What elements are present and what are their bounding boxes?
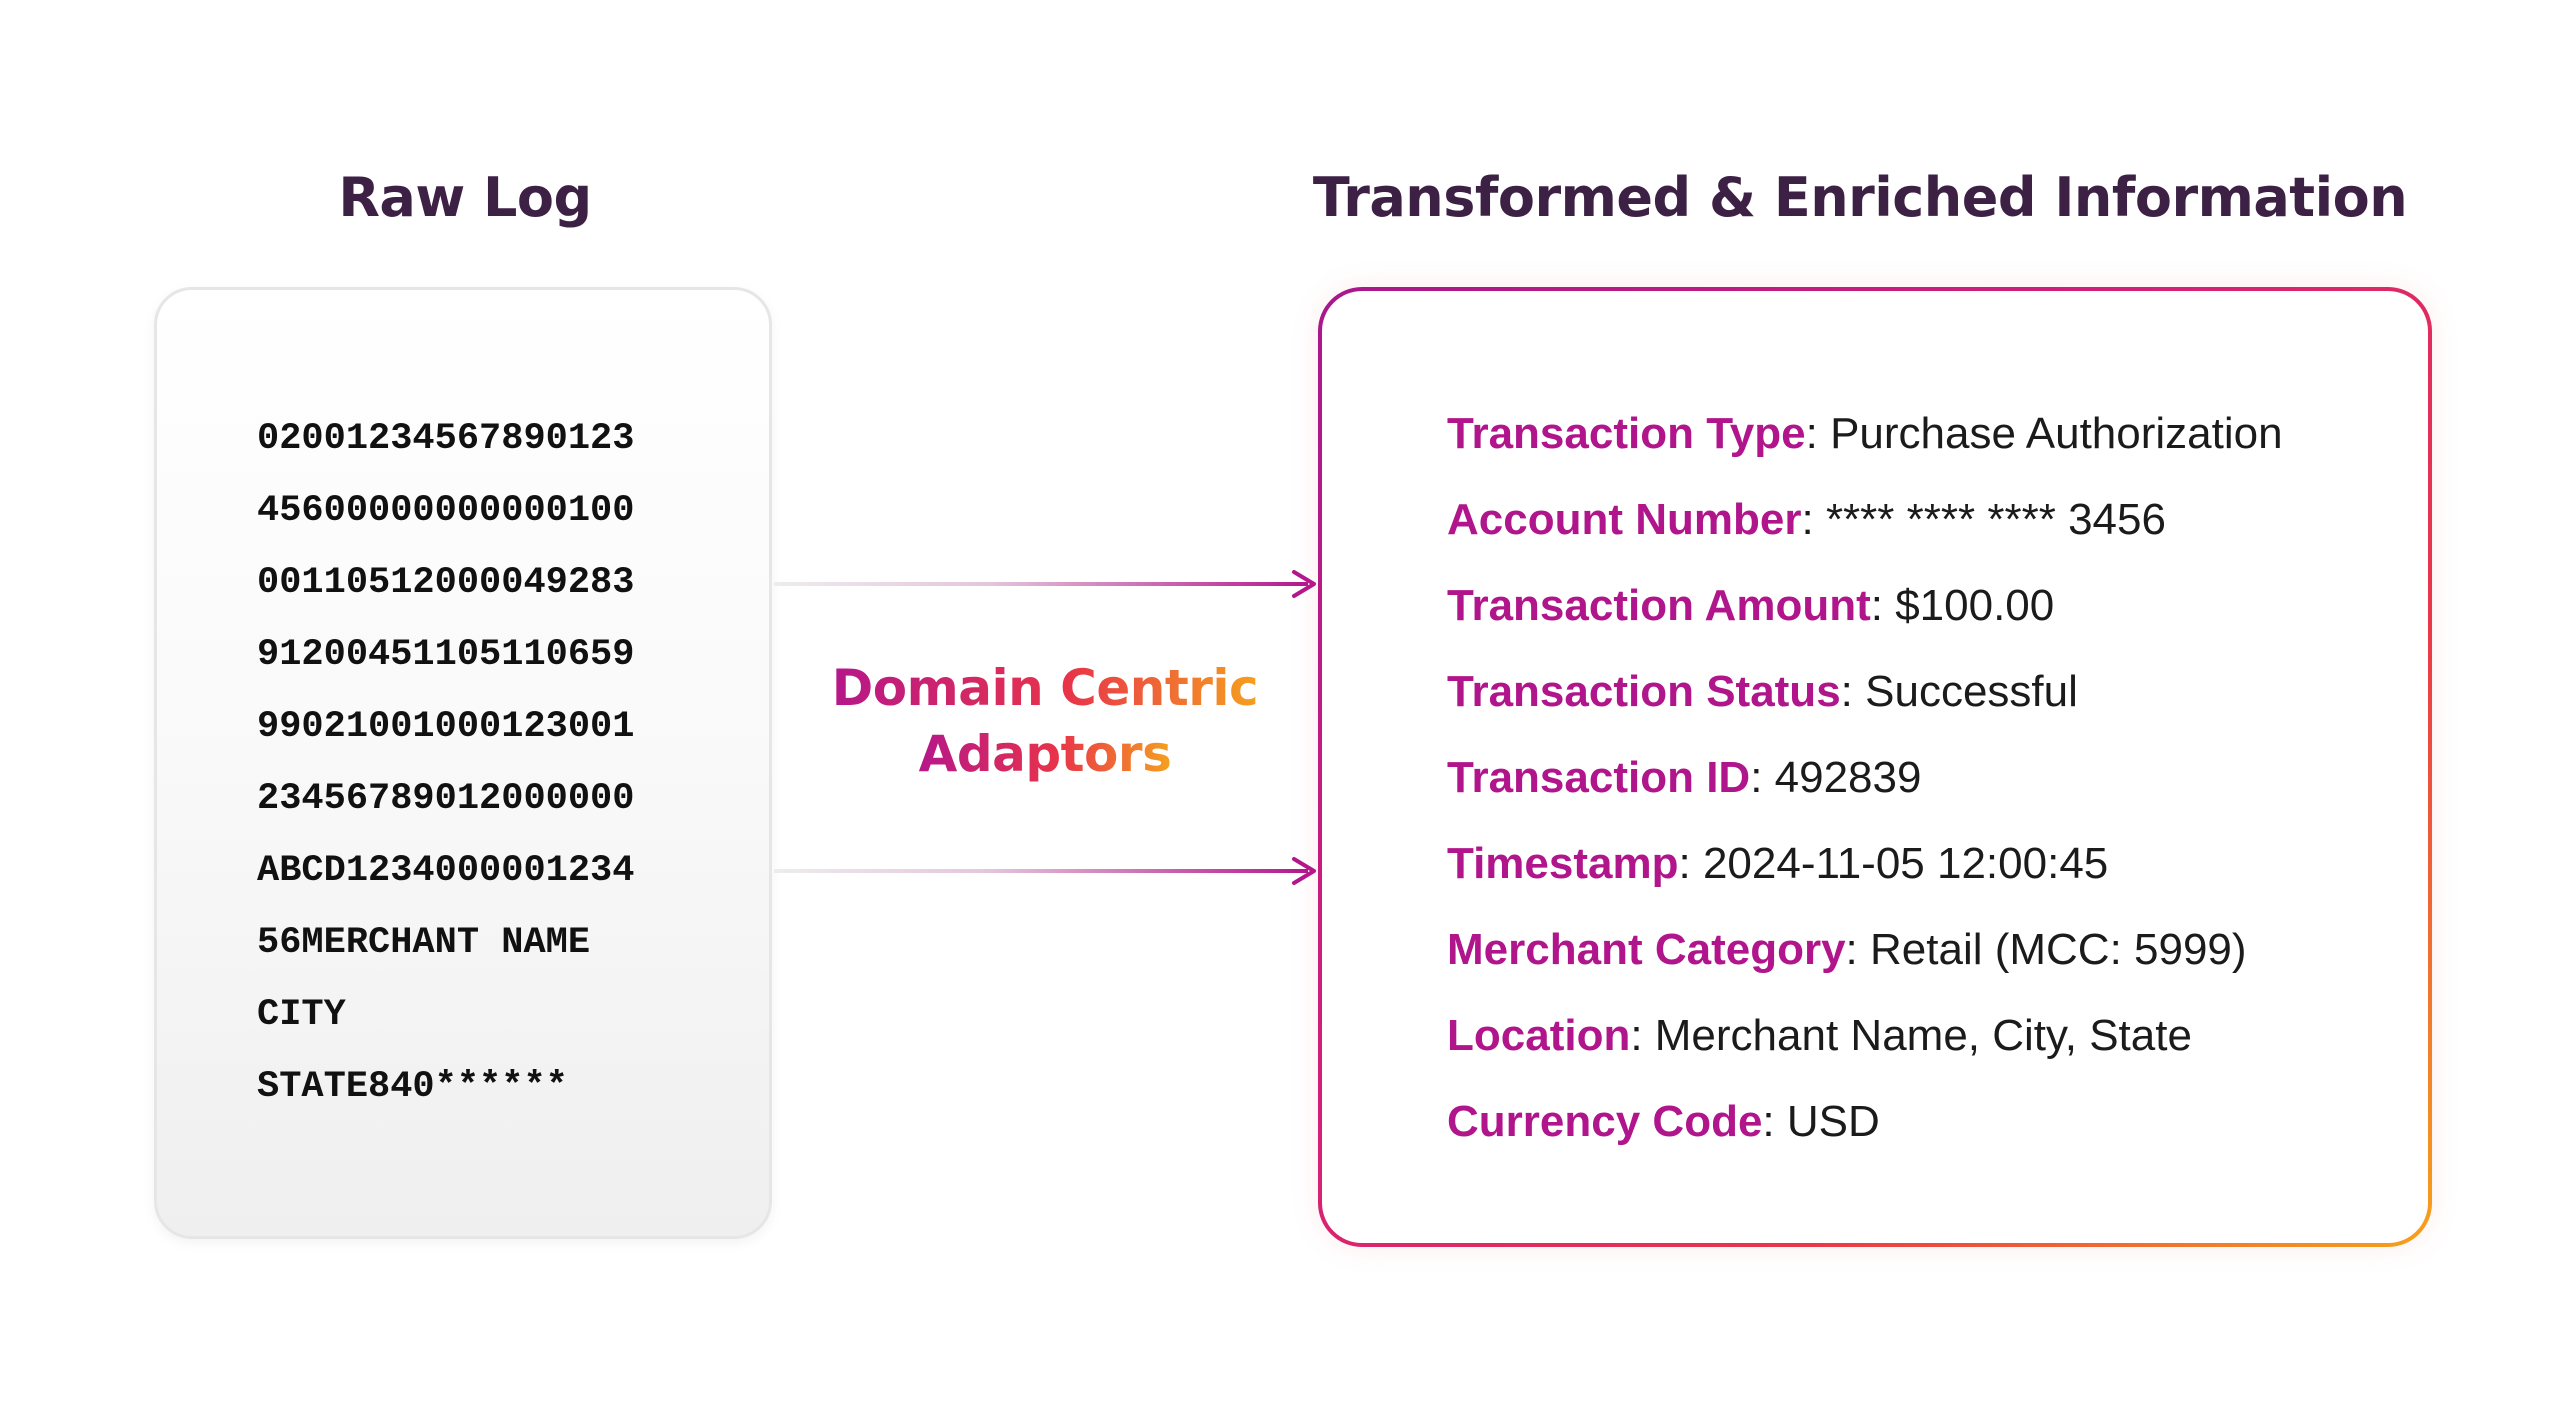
field-transaction-type: Transaction Type: Purchase Authorization bbox=[1447, 409, 2283, 458]
field-value: USD bbox=[1786, 1097, 1880, 1146]
enriched-fields: Transaction Type: Purchase Authorization… bbox=[1447, 391, 2283, 1165]
adaptor-label-line1: Domain Centric bbox=[832, 655, 1258, 721]
adaptor-label-line2: Adaptors bbox=[919, 721, 1172, 787]
field-value: 2024-11-05 12:00:45 bbox=[1702, 839, 2109, 888]
field-merchant-category: Merchant Category: Retail (MCC: 5999) bbox=[1447, 925, 2247, 974]
field-location: Location: Merchant Name, City, State bbox=[1447, 1011, 2192, 1060]
raw-log-line: 99021001000123001 bbox=[257, 706, 635, 748]
field-timestamp: Timestamp: 2024-11-05 12:00:45 bbox=[1447, 839, 2109, 888]
raw-log-line: 91200451105110659 bbox=[257, 634, 635, 676]
field-label: Merchant Category bbox=[1447, 925, 1846, 974]
field-currency-code: Currency Code: USD bbox=[1447, 1097, 1880, 1146]
enriched-info-panel: Transaction Type: Purchase Authorization… bbox=[1318, 287, 2432, 1247]
field-value: Retail (MCC: 5999) bbox=[1870, 925, 2247, 974]
field-label: Transaction ID bbox=[1447, 753, 1751, 802]
raw-log-panel: 02001234567890123 45600000000000100 0011… bbox=[154, 287, 772, 1239]
arrow-bottom bbox=[774, 857, 1316, 885]
field-transaction-id: Transaction ID: 492839 bbox=[1447, 753, 1922, 802]
raw-log-line: 02001234567890123 bbox=[257, 418, 635, 460]
raw-log-line: 00110512000049283 bbox=[257, 562, 635, 604]
field-label: Currency Code bbox=[1447, 1097, 1763, 1146]
field-label: Transaction Status bbox=[1447, 667, 1841, 716]
raw-log-line: 23456789012000000 bbox=[257, 778, 635, 820]
field-value: $100.00 bbox=[1895, 581, 2055, 630]
raw-log-line: ABCD1234000001234 bbox=[257, 850, 635, 892]
field-account-number: Account Number: **** **** **** 3456 bbox=[1447, 495, 2166, 544]
domain-centric-adaptors-label: Domain Centric Adaptors bbox=[800, 655, 1290, 787]
field-value: Successful bbox=[1865, 667, 2078, 716]
field-label: Account Number bbox=[1447, 495, 1802, 544]
raw-log-lines: 02001234567890123 45600000000000100 0011… bbox=[257, 403, 634, 1123]
field-label: Transaction Amount bbox=[1447, 581, 1871, 630]
field-transaction-amount: Transaction Amount: $100.00 bbox=[1447, 581, 2055, 630]
field-value: Merchant Name, City, State bbox=[1654, 1011, 2192, 1060]
raw-log-line: CITY bbox=[257, 994, 346, 1036]
enriched-info-heading: Transformed & Enriched Information bbox=[1312, 166, 2408, 229]
field-transaction-status: Transaction Status: Successful bbox=[1447, 667, 2078, 716]
raw-log-line: 45600000000000100 bbox=[257, 490, 635, 532]
field-value: **** **** **** 3456 bbox=[1825, 495, 2166, 544]
arrow-top bbox=[774, 570, 1316, 598]
field-value: 492839 bbox=[1774, 753, 1922, 802]
field-label: Timestamp bbox=[1447, 839, 1679, 888]
field-value: Purchase Authorization bbox=[1830, 409, 2283, 458]
field-label: Transaction Type bbox=[1447, 409, 1806, 458]
raw-log-line: 56MERCHANT NAME bbox=[257, 922, 591, 964]
field-label: Location bbox=[1447, 1011, 1631, 1060]
raw-log-heading: Raw Log bbox=[338, 166, 592, 229]
raw-log-line: STATE840****** bbox=[257, 1066, 568, 1108]
